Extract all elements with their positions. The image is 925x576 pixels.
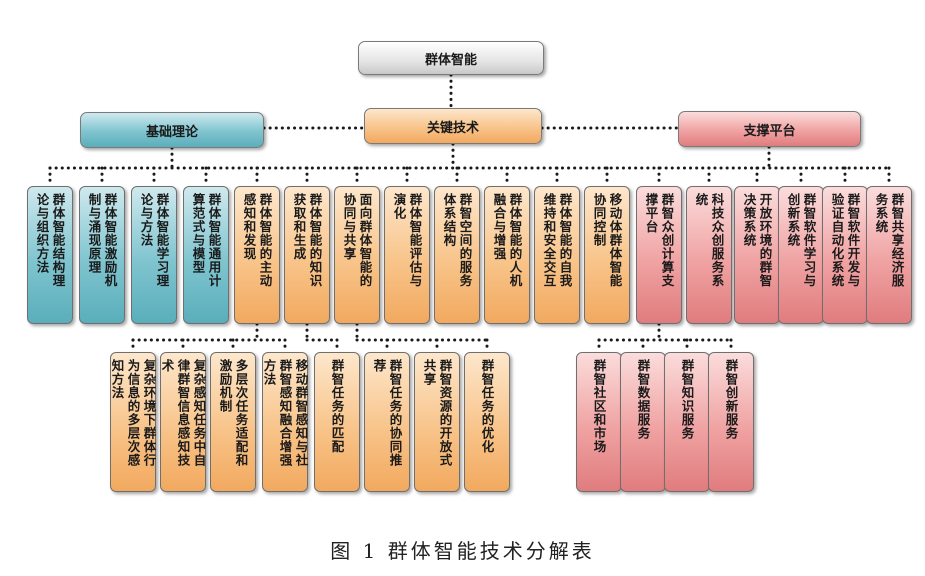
node-text-column: 群智众创计算支 <box>659 193 675 288</box>
node-text-column: 论与组织方法 <box>34 193 50 274</box>
node-text-column: 演化 <box>391 193 407 220</box>
subtopic-node: 面向群体智能的协同与共享 <box>334 186 380 324</box>
node-text-column: 获取和生成 <box>291 193 307 261</box>
figure-caption: 图 1 群体智能技术分解表 <box>330 539 595 563</box>
detail-node: 群智任务的匹配 <box>314 352 360 492</box>
detail-node: 群智资源的开放式共享 <box>414 352 460 492</box>
detail-node: 复杂环境下群体行为信息的多层次感知方法 <box>109 352 157 492</box>
subtopic-node: 群体智能结构理论与组织方法 <box>27 186 73 324</box>
node-text-column: 复杂环境下群体行 <box>141 359 157 467</box>
node-text-column: 群智感知融合增强 <box>277 359 293 467</box>
subtopic-node: 群体智能的知识获取和生成 <box>284 186 330 324</box>
detail-node: 多层次任务适配和激励机制 <box>210 352 256 492</box>
subtopic-node: 群体智能通用计算范式与模型 <box>183 186 229 324</box>
subtopic-node: 开放环境的群智决策系统 <box>734 186 780 324</box>
branch-node-支撑平台: 支撑平台 <box>678 111 861 147</box>
node-text-column: 群体智能结构理 <box>50 193 66 288</box>
subtopic-node: 群智软件学习与创新系统 <box>778 186 824 324</box>
node-text-column: 群智社区和市场 <box>591 359 607 454</box>
detail-node: 群智社区和市场 <box>576 352 622 492</box>
node-text-column: 群体智能激励机 <box>102 193 118 288</box>
node-text-column: 群智软件学习与 <box>801 193 817 288</box>
node-text-column: 律群智信息感知技 <box>175 359 191 467</box>
subtopic-node: 群体智能的自我维持和安全交互 <box>534 186 580 324</box>
node-text-column: 知方法 <box>109 359 125 400</box>
node-text-column: 决策系统 <box>741 193 757 247</box>
node-text-column: 协同与共享 <box>341 193 357 261</box>
detail-node: 移动群智感知与社群智感知融合增强方法 <box>261 352 309 492</box>
detail-node: 群智数据服务 <box>620 352 666 492</box>
root-node: 群体智能 <box>358 41 544 75</box>
node-text-column: 统 <box>693 193 709 207</box>
subtopic-node: 群体智能激励机制与涌现原理 <box>79 186 125 324</box>
subtopic-node: 科技众创服务系统 <box>686 186 732 324</box>
node-text-column: 维持和安全交互 <box>541 193 557 288</box>
node-text-column: 开放环境的群智 <box>757 193 773 288</box>
node-text-column: 群智任务的协同推 <box>387 359 403 467</box>
subtopic-node: 移动体群体智能协同控制 <box>584 186 630 324</box>
node-text-column: 群智共享经济服 <box>889 193 905 288</box>
node-text-column: 群体智能的主动 <box>257 193 273 288</box>
detail-node: 复杂感知任务中自律群智信息感知技术 <box>159 352 207 492</box>
node-text-column: 群智数据服务 <box>635 359 651 440</box>
node-text-column: 群智任务的匹配 <box>329 359 345 454</box>
node-text-column: 算范式与模型 <box>190 193 206 274</box>
node-text-column: 多层次任务适配和 <box>233 359 249 467</box>
node-text-column: 荐 <box>371 359 387 373</box>
detail-node: 群智任务的优化 <box>464 352 510 492</box>
node-text-column: 群体智能通用计 <box>206 193 222 288</box>
subtopic-node: 群智众创计算支撑平台 <box>636 186 682 324</box>
subtopic-node: 群智软件开发与验证自动化系统 <box>822 186 868 324</box>
node-text-column: 群体智能的人机 <box>507 193 523 288</box>
node-text-column: 协同控制 <box>591 193 607 247</box>
node-text-column: 移动体群体智能 <box>607 193 623 288</box>
node-text-column: 群智知识服务 <box>679 359 695 440</box>
detail-node: 群智知识服务 <box>664 352 710 492</box>
node-text-column: 群体智能的知识 <box>307 193 323 288</box>
subtopic-node: 群体智能学习理论与方法 <box>131 186 177 324</box>
node-text-column: 融合与增强 <box>491 193 507 261</box>
subtopic-node: 群体智能评估与演化 <box>384 186 430 324</box>
node-text-column: 验证自动化系统 <box>829 193 845 288</box>
node-text-column: 共享 <box>421 359 437 386</box>
node-text-column: 群智空间的服务 <box>457 193 473 288</box>
branch-node-关键技术: 关键技术 <box>364 108 542 144</box>
node-text-column: 撑平台 <box>643 193 659 234</box>
subtopic-node: 群智共享经济服务系统 <box>866 186 912 324</box>
node-text-column: 体系结构 <box>441 193 457 247</box>
node-text-column: 方法 <box>261 359 277 386</box>
node-text-column: 创新系统 <box>785 193 801 247</box>
subtopic-node: 群体智能的主动感知和发现 <box>234 186 280 324</box>
node-text-column: 激励机制 <box>217 359 233 413</box>
node-text-column: 科技众创服务系 <box>709 193 725 288</box>
node-text-column: 感知和发现 <box>241 193 257 261</box>
node-text-column: 群智任务的优化 <box>479 359 495 454</box>
node-text-column: 群体智能的自我 <box>557 193 573 288</box>
node-text-column: 论与方法 <box>138 193 154 247</box>
node-text-column: 术 <box>159 359 175 373</box>
subtopic-node: 群智空间的服务体系结构 <box>434 186 480 324</box>
node-text-column: 群智创新服务 <box>723 359 739 440</box>
node-text-column: 务系统 <box>873 193 889 234</box>
node-text-column: 面向群体智能的 <box>357 193 373 288</box>
node-text-column: 群体智能评估与 <box>407 193 423 288</box>
detail-node: 群智创新服务 <box>708 352 754 492</box>
node-text-column: 移动群智感知与社 <box>293 359 309 467</box>
node-text-column: 为信息的多层次感 <box>125 359 141 467</box>
subtopic-node: 群体智能的人机融合与增强 <box>484 186 530 324</box>
node-text-column: 复杂感知任务中自 <box>191 359 207 467</box>
node-text-column: 群体智能学习理 <box>154 193 170 288</box>
node-text-column: 群智资源的开放式 <box>437 359 453 467</box>
node-text-column: 群智软件开发与 <box>845 193 861 288</box>
branch-node-基础理论: 基础理论 <box>80 112 264 148</box>
detail-node: 群智任务的协同推荐 <box>364 352 410 492</box>
node-text-column: 制与涌现原理 <box>86 193 102 274</box>
